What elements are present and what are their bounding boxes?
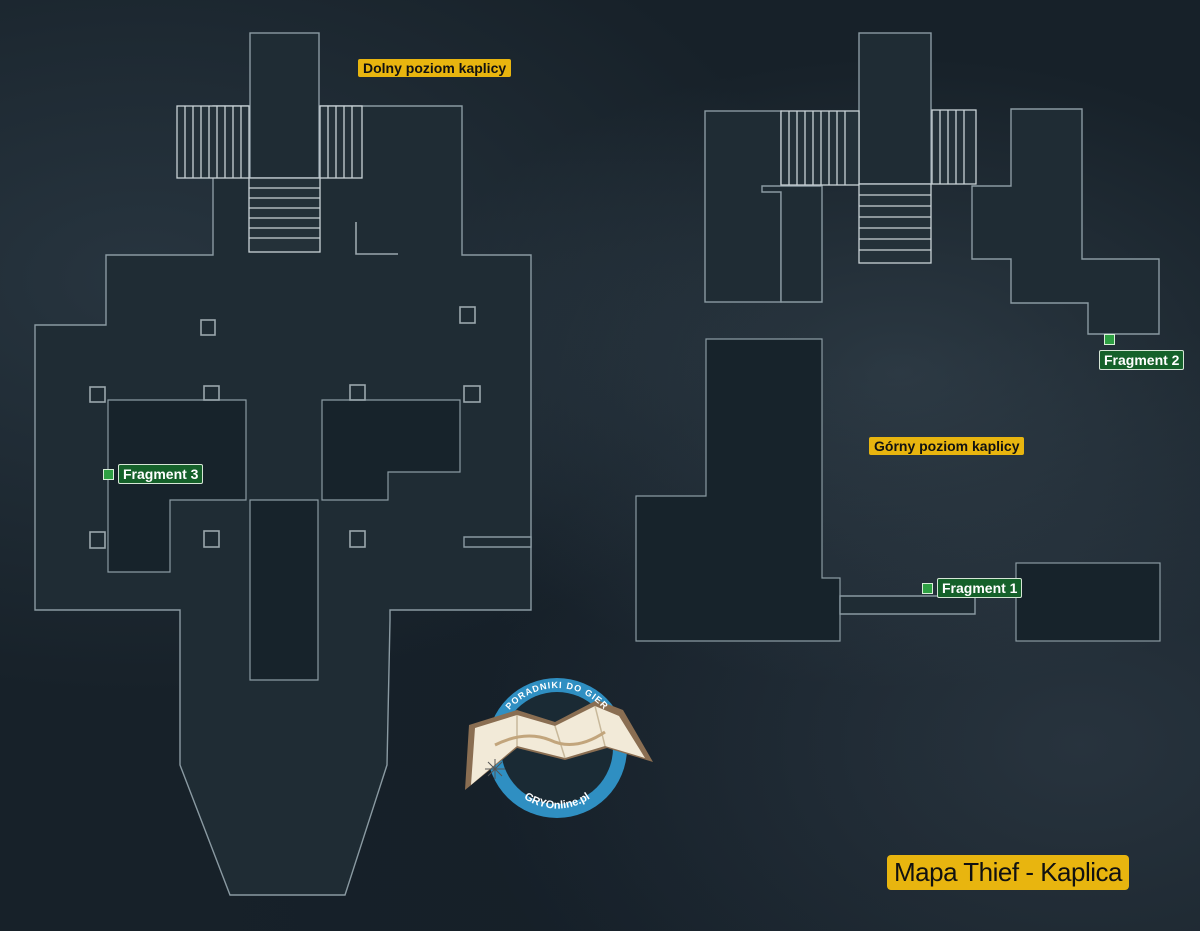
upper-stairs-south (858, 183, 932, 264)
upper-stairs-east (931, 109, 977, 185)
lower-dark-room-east (321, 399, 461, 501)
upper-corridor (839, 595, 976, 615)
lower-pillars (89, 306, 481, 549)
lower-level-plan (34, 32, 532, 896)
fragment-1-label: Fragment 1 (937, 578, 1023, 598)
upper-stairs-west (780, 110, 860, 186)
lower-stairs-west (176, 105, 250, 179)
fragment-3-marker[interactable] (103, 469, 114, 480)
upper-level-label: Górny poziom kaplicy (869, 437, 1025, 455)
upper-north-west-room (704, 110, 782, 303)
map-title: Mapa Thief - Kaplica (887, 855, 1129, 890)
lower-stairs-south (248, 177, 321, 253)
upper-south-east-room (1015, 562, 1161, 642)
upper-north-west-annex (761, 185, 823, 303)
upper-north-east-room (971, 108, 1160, 335)
upper-level-plan (635, 32, 1161, 642)
gryonline-logo: PORADNIKI DO GIER GRYOnline.pl (455, 670, 660, 820)
lower-dark-room-west (107, 399, 247, 573)
lower-east-notch (463, 536, 532, 548)
lower-level-label: Dolny poziom kaplicy (358, 59, 512, 77)
upper-north-tower (858, 32, 932, 185)
fragment-3-label: Fragment 3 (118, 464, 204, 484)
fragment-2-marker[interactable] (1104, 334, 1115, 345)
lower-north-room (249, 32, 320, 179)
logo-badge: PORADNIKI DO GIER GRYOnline.pl (465, 678, 653, 818)
lower-l-wall (355, 222, 398, 255)
fragment-2-label: Fragment 2 (1099, 350, 1185, 370)
upper-stair-lines (788, 110, 965, 251)
lower-dark-corridor (249, 499, 319, 681)
lower-stairs-east (319, 105, 363, 179)
upper-south-west-hall (635, 338, 841, 642)
fragment-1-marker[interactable] (922, 583, 933, 594)
lower-stair-lines (184, 106, 353, 239)
